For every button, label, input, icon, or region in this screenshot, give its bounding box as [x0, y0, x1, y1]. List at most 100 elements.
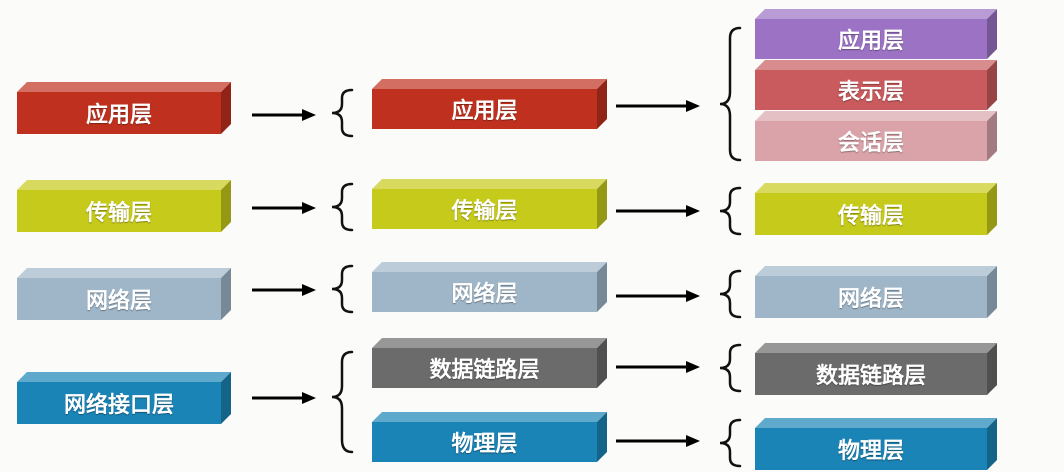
bar-front-face — [17, 190, 221, 232]
model5-physical-layer-box: 物理层 — [372, 412, 607, 462]
bar-top-face — [755, 60, 997, 70]
bar-3d-shape — [17, 372, 231, 424]
bar-front-face — [755, 19, 987, 59]
model7-network-layer-label: 网络层 — [837, 287, 904, 312]
bar-front-face — [372, 422, 597, 462]
model7-physical-layer-box: 物理层 — [755, 418, 997, 470]
bar-top-face — [755, 418, 997, 428]
bar-side-face — [221, 268, 231, 320]
brace-network-3 — [719, 269, 742, 319]
bar-side-face — [597, 262, 607, 312]
bar-3d-shape — [755, 343, 997, 395]
bar-front-face — [372, 189, 597, 229]
model7-application-layer-box: 应用层 — [755, 9, 997, 59]
model5-transport-layer-label: 传输层 — [451, 199, 518, 224]
bar-front-face — [372, 89, 597, 129]
model7-network-layer-box: 网络层 — [755, 266, 997, 318]
bar-top-face — [17, 82, 231, 92]
bar-top-face — [755, 183, 997, 193]
bar-front-face — [17, 382, 221, 424]
bar-side-face — [987, 266, 997, 318]
bar-side-face — [221, 82, 231, 134]
model4-transport-layer-box: 传输层 — [17, 180, 231, 232]
model4-network-interface-layer-box: 网络接口层 — [17, 372, 231, 424]
arrow-application-2 — [616, 100, 700, 112]
bar-top-face — [17, 372, 231, 382]
arrow-transport-1 — [252, 202, 316, 214]
model5-physical-layer-label: 物理层 — [451, 432, 518, 457]
model7-physical-layer-label: 物理层 — [837, 439, 904, 464]
model5-data-link-layer-label: 数据链路层 — [429, 358, 540, 383]
brace-network-interface-2 — [331, 350, 354, 454]
bar-front-face — [755, 121, 987, 161]
arrow-network-2 — [616, 290, 700, 302]
model7-session-layer-box: 会话层 — [755, 111, 997, 161]
bar-front-face — [755, 428, 987, 470]
bar-front-face — [755, 193, 987, 235]
arrow-application-1 — [252, 109, 316, 121]
bar-3d-shape — [372, 412, 607, 462]
model4-network-layer-box: 网络层 — [17, 268, 231, 320]
brace-physical-3 — [719, 418, 742, 468]
model4-network-interface-layer-label: 网络接口层 — [63, 393, 174, 418]
bar-side-face — [987, 418, 997, 470]
brace-application-2 — [331, 88, 354, 138]
model5-network-layer-label: 网络层 — [451, 282, 518, 307]
bar-top-face — [372, 79, 607, 89]
bar-3d-shape — [372, 179, 607, 229]
arrow-data-link-2 — [616, 361, 700, 373]
model5-network-layer-box: 网络层 — [372, 262, 607, 312]
bar-side-face — [221, 180, 231, 232]
bar-3d-shape — [755, 266, 997, 318]
bar-side-face — [597, 412, 607, 462]
bar-top-face — [372, 338, 607, 348]
brace-transport-2 — [331, 182, 354, 232]
brace-application-3 — [719, 26, 742, 162]
bar-front-face — [755, 70, 987, 110]
bar-side-face — [597, 179, 607, 229]
model4-transport-layer-label: 传输层 — [85, 201, 152, 226]
bar-3d-shape — [17, 180, 231, 232]
model7-data-link-layer-box: 数据链路层 — [755, 343, 997, 395]
bar-3d-shape — [372, 79, 607, 129]
bar-top-face — [755, 343, 997, 353]
model5-application-layer-label: 应用层 — [451, 99, 518, 124]
bar-front-face — [17, 92, 221, 134]
bar-top-face — [755, 266, 997, 276]
bar-top-face — [372, 262, 607, 272]
bar-front-face — [755, 353, 987, 395]
arrows-group — [252, 100, 700, 447]
bar-front-face — [372, 272, 597, 312]
bar-3d-shape — [755, 111, 997, 161]
bar-top-face — [755, 111, 997, 121]
model7-session-layer-label: 会话层 — [837, 131, 904, 156]
model7-presentation-layer-box: 表示层 — [755, 60, 997, 110]
bar-top-face — [755, 9, 997, 19]
arrow-transport-2 — [616, 205, 700, 217]
brace-network-2 — [331, 264, 354, 314]
bar-3d-shape — [755, 418, 997, 470]
model7-application-layer-label: 应用层 — [837, 29, 904, 54]
bar-3d-shape — [755, 183, 997, 235]
bar-3d-shape — [17, 268, 231, 320]
bar-side-face — [987, 111, 997, 161]
bar-side-face — [987, 183, 997, 235]
bar-side-face — [987, 9, 997, 59]
model7-transport-layer-label: 传输层 — [837, 204, 904, 229]
bar-side-face — [597, 79, 607, 129]
brace-transport-3 — [719, 186, 742, 236]
model7-data-link-layer-label: 数据链路层 — [815, 364, 926, 389]
arrow-network-1 — [252, 284, 316, 296]
bar-side-face — [221, 372, 231, 424]
model7-presentation-layer-label: 表示层 — [837, 80, 904, 105]
model7-transport-layer-box: 传输层 — [755, 183, 997, 235]
bar-top-face — [372, 179, 607, 189]
arrow-network-interface-1 — [252, 392, 316, 404]
bar-front-face — [755, 276, 987, 318]
model5-data-link-layer-box: 数据链路层 — [372, 338, 607, 388]
model4-application-layer-label: 应用层 — [85, 103, 152, 128]
model4-network-layer-label: 网络层 — [85, 289, 152, 314]
bar-side-face — [987, 343, 997, 395]
bar-top-face — [372, 412, 607, 422]
